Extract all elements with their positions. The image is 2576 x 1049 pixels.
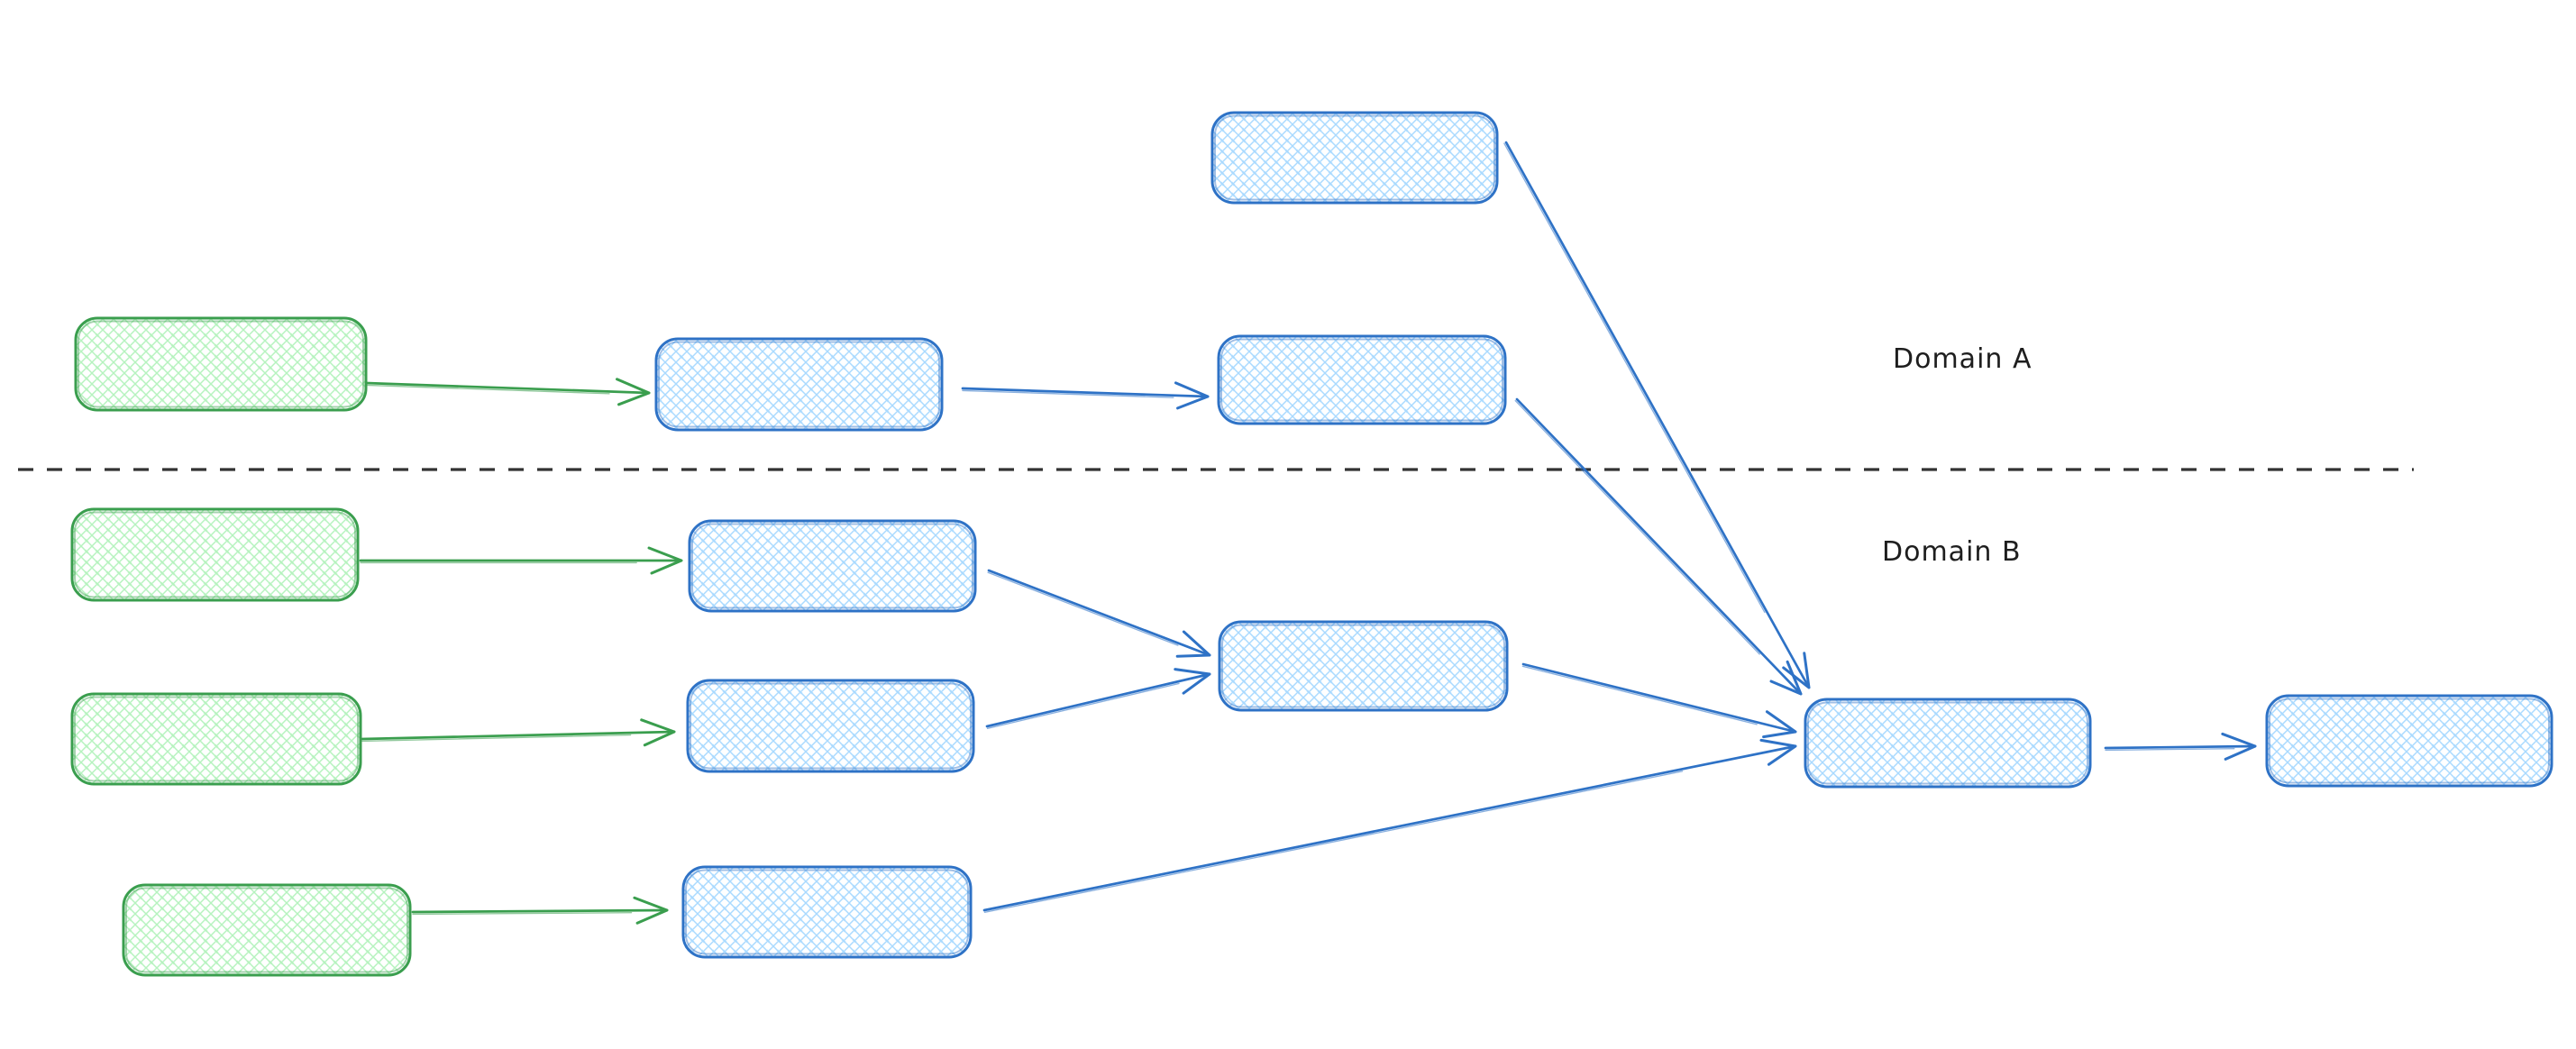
green-source-b3-box[interactable] bbox=[122, 883, 412, 977]
arrow-sink-to-output[interactable] bbox=[2104, 732, 2257, 761]
green-source-b2-box[interactable] bbox=[70, 692, 362, 786]
blue-merge-b-box[interactable] bbox=[1218, 620, 1509, 712]
blue-stage-b2-box[interactable] bbox=[686, 679, 975, 773]
blue-top-a-box[interactable] bbox=[1210, 111, 1499, 205]
domain-a-label[interactable]: Domain A bbox=[1893, 343, 2032, 375]
green-source-a-box[interactable] bbox=[74, 316, 368, 412]
arrow-green-b3-to-stage-b3[interactable] bbox=[411, 896, 669, 925]
arrow-stage-b2-to-merge-b[interactable] bbox=[985, 668, 1211, 730]
arrow-merge-b-to-sink[interactable] bbox=[1521, 662, 1797, 739]
blue-stage-b1-box[interactable] bbox=[688, 519, 977, 613]
arrow-stage-b1-to-merge-b[interactable] bbox=[987, 569, 1211, 658]
blue-stage-a2-box[interactable] bbox=[1217, 334, 1507, 425]
domain-b-label[interactable]: Domain B bbox=[1882, 536, 2022, 568]
arrow-stage-b3-to-sink[interactable] bbox=[982, 738, 1797, 914]
arrow-top-a-to-sink[interactable] bbox=[1503, 141, 1811, 689]
blue-output-box[interactable] bbox=[2265, 694, 2553, 788]
arrow-stage-a2-to-sink[interactable] bbox=[1514, 397, 1803, 696]
arrow-stage-a1-to-stage-a2[interactable] bbox=[961, 381, 1210, 410]
blue-stage-a1-box[interactable] bbox=[654, 337, 944, 432]
arrow-green-b2-to-stage-b2[interactable] bbox=[361, 718, 676, 747]
blue-sink-box[interactable] bbox=[1804, 698, 2092, 789]
green-source-b1-box[interactable] bbox=[70, 507, 360, 602]
arrow-green-b1-to-stage-b1[interactable] bbox=[359, 546, 683, 575]
arrow-green-a-to-stage-a1[interactable] bbox=[364, 378, 651, 406]
blue-stage-b3-box[interactable] bbox=[681, 865, 973, 959]
